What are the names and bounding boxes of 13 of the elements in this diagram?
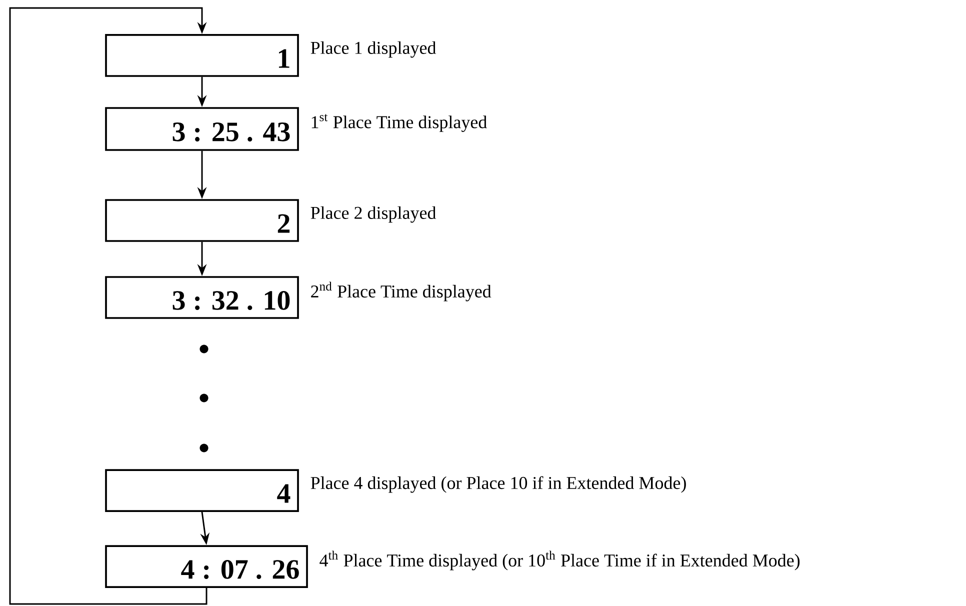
description-text: 1$^{st}$ Place Time displayed: [312, 114, 487, 132]
description-text: Place 2 displayed: [310, 206, 436, 223]
display-box: 2: [105, 199, 299, 242]
display-box: 4: [105, 469, 299, 512]
description-text: 4$^{th}$ Place Time displayed (or 10$^{th}$ Place Time if in Extended Mode): [320, 550, 800, 570]
description-text: Place 4 displayed (or Place 10 if in Extended Mode): [310, 476, 686, 493]
description-text: Place 1 displayed: [310, 41, 436, 58]
arrow: [9, 7, 208, 605]
display-box: 3 : 25 . 43: [105, 107, 299, 151]
display-box: 1: [105, 34, 299, 77]
display-box: 4 : 07 . 26: [105, 545, 308, 588]
display-box: 3 : 32 . 10: [105, 276, 299, 319]
description-text: 2$^{nd}$ Place Time displayed: [311, 282, 492, 302]
